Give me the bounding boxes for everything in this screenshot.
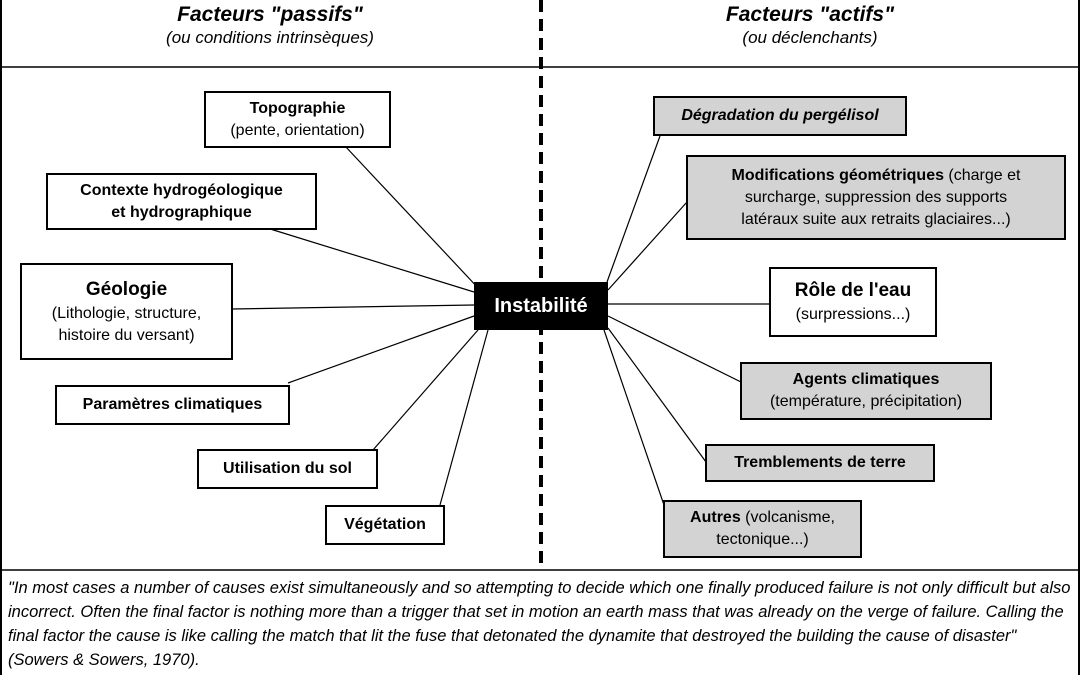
- factor-vegetation: Végétation: [325, 505, 445, 545]
- factor-geologie-detail-line1: (Lithologie, structure,: [51, 304, 202, 322]
- passive-header-subtitle: (ou conditions intrinsèques): [166, 28, 374, 47]
- factor-topographie-detail: (pente, orientation): [230, 121, 365, 139]
- factor-modifications: Modifications géométriques (charge et su…: [686, 155, 1066, 240]
- connector-topographie: [344, 145, 481, 291]
- connector-contexte: [266, 227, 475, 293]
- factor-agents-detail: (température, précipitation): [769, 393, 963, 410]
- passive-header-title: Facteurs "passifs": [177, 3, 363, 26]
- factor-geologie: Géologie (Lithologie, structure, histoir…: [20, 263, 233, 360]
- connector-vegetation: [439, 329, 489, 506]
- factor-autres-detail-line1: (volcanisme,: [740, 509, 835, 526]
- connector-pergelisol: [606, 135, 661, 283]
- passive-header: Facteurs "passifs" (ou conditions intrin…: [0, 2, 540, 48]
- factor-geologie-title: Géologie: [85, 278, 168, 300]
- factor-contexte: Contexte hydrogéologique et hydrographiq…: [46, 173, 317, 230]
- factor-vegetation-title: Végétation: [344, 516, 426, 533]
- factor-parametres: Paramètres climatiques: [55, 385, 290, 425]
- active-header-subtitle: (ou déclenchants): [742, 28, 878, 47]
- factor-utilisation: Utilisation du sol: [197, 449, 378, 489]
- active-header-title: Facteurs "actifs": [725, 3, 895, 26]
- factor-tremblements: Tremblements de terre: [705, 444, 935, 482]
- factor-pergelisol: Dégradation du pergélisol: [653, 96, 907, 136]
- factor-agents-title: Agents climatiques: [792, 371, 940, 388]
- factor-tremblements-title: Tremblements de terre: [734, 454, 906, 471]
- factor-contexte-line1: Contexte hydrogéologique: [80, 181, 283, 199]
- connector-geologie: [231, 304, 475, 310]
- connector-utilisation: [372, 329, 479, 451]
- factor-agents: Agents climatiques (température, précipi…: [740, 362, 992, 420]
- factor-eau-title: Rôle de l'eau: [794, 280, 912, 301]
- factor-utilisation-title: Utilisation du sol: [223, 460, 352, 477]
- factor-modifications-detail-line3: latéraux suite aux retraits glaciaires..…: [741, 210, 1011, 228]
- connector-tremblements: [607, 327, 707, 463]
- factor-modifications-detail-line2: surcharge, suppression des supports: [744, 188, 1008, 206]
- factor-eau: Rôle de l'eau (surpressions...): [769, 267, 937, 337]
- factor-modifications-detail-line1: (charge et: [943, 166, 1021, 184]
- factor-topographie: Topographie (pente, orientation): [204, 91, 391, 148]
- factor-autres-detail-line2: tectonique...): [716, 531, 809, 548]
- sowers-quote: "In most cases a number of causes exist …: [8, 579, 1071, 669]
- factor-eau-detail: (surpressions...): [795, 306, 911, 323]
- factor-geologie-detail-line2: histoire du versant): [58, 326, 195, 344]
- connector-parametres: [287, 315, 475, 384]
- factor-parametres-title: Paramètres climatiques: [82, 396, 263, 413]
- active-header: Facteurs "actifs" (ou déclenchants): [540, 2, 1080, 48]
- factor-topographie-title: Topographie: [249, 99, 346, 117]
- connector-agents: [607, 315, 742, 383]
- connector-autres: [603, 329, 665, 506]
- factor-modifications-title: Modifications géométriques: [731, 166, 944, 184]
- center-instabilite: Instabilité: [474, 282, 608, 330]
- factor-autres-title: Autres: [690, 509, 741, 526]
- factor-pergelisol-title: Dégradation du pergélisol: [681, 107, 879, 124]
- factor-contexte-line2: et hydrographique: [111, 203, 252, 221]
- connector-modifications: [607, 201, 688, 291]
- factor-autres: Autres (volcanisme, tectonique...): [663, 500, 862, 558]
